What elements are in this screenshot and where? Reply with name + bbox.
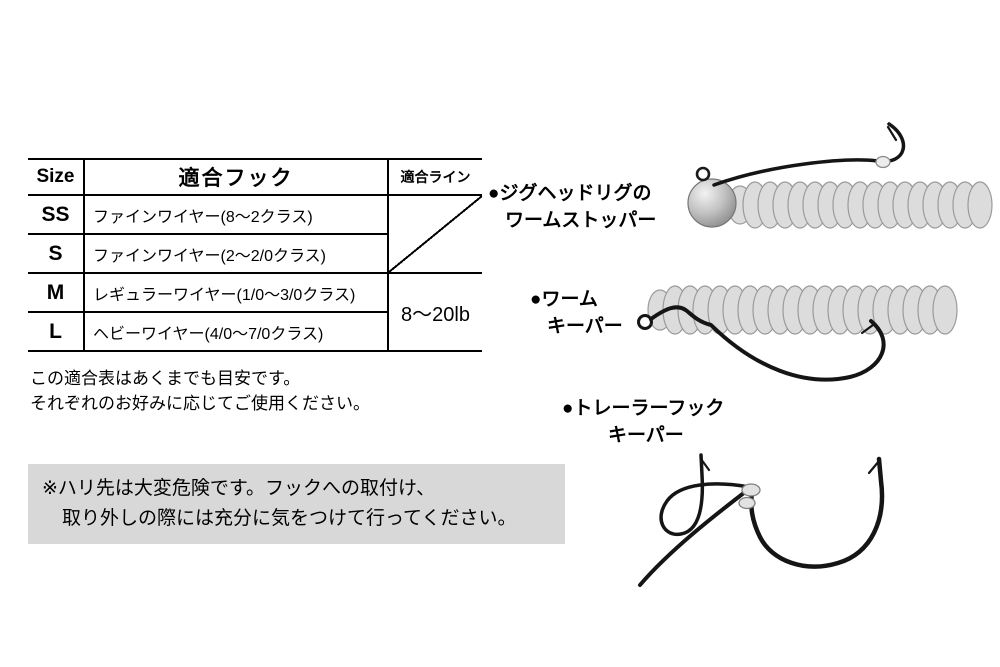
- table-row-s: S ファインワイヤー(2〜2/0クラス): [28, 233, 482, 274]
- line-value-cell: 8〜20lb: [388, 272, 482, 352]
- worm-keeper-illustration: [637, 285, 958, 382]
- table-row-ss: SS ファインワイヤー(8〜2クラス): [28, 194, 482, 274]
- hook-barb: [699, 457, 711, 472]
- warning-box: ※ハリ先は大変危険です。フックへの取付け、 取り外しの際には充分に気をつけて行っ…: [28, 464, 565, 544]
- warning-line-1: ※ハリ先は大変危険です。フックへの取付け、: [42, 478, 436, 499]
- jighead-worm-stopper-illustration: [687, 122, 993, 229]
- hook-cell: レギュラーワイヤー(1/0〜3/0クラス): [84, 272, 389, 313]
- header-hook: 適合フック: [84, 158, 389, 196]
- jighead-eye-ring: [695, 166, 711, 182]
- trailer-label-line-1: ●トレーラーフック: [562, 398, 725, 419]
- line-na-cell-diagonal: [388, 194, 482, 274]
- worm-keeper-label-line-1: ●ワーム: [530, 289, 598, 310]
- size-cell: SS: [28, 194, 85, 235]
- hook-shank: [638, 487, 751, 587]
- header-size: Size: [28, 158, 85, 196]
- table-row-m: M レギュラーワイヤー(1/0〜3/0クラス) 8〜20lb: [28, 272, 482, 352]
- worm-body: [647, 285, 958, 335]
- hook-cell: ファインワイヤー(8〜2クラス): [84, 194, 389, 235]
- size-cell: S: [28, 233, 85, 274]
- warning-line-2: 取り外しの際には充分に気をつけて行ってください。: [62, 508, 517, 529]
- trailer-hook-small: [659, 453, 751, 536]
- header-line: 適合ライン: [388, 158, 482, 196]
- keeper-bead: [738, 496, 756, 510]
- hook-barb: [860, 323, 875, 335]
- jighead-label-line-2: ワームストッパー: [505, 210, 657, 231]
- table-row-l: L ヘビーワイヤー(4/0〜7/0クラス): [28, 311, 482, 352]
- hook-barb: [867, 459, 881, 475]
- table-header-row: Size 適合フック 適合ライン: [28, 158, 482, 196]
- worm-keeper-hook: [649, 305, 886, 382]
- size-cell: M: [28, 272, 85, 313]
- table-notes: この適合表はあくまでも目安です。 それぞれのお好みに応じてご使用ください。: [30, 366, 370, 416]
- note-line-1: この適合表はあくまでも目安です。: [30, 369, 301, 388]
- jighead-hook: [712, 122, 906, 187]
- worm-keeper-label: ●ワーム キーパー: [530, 286, 623, 340]
- trailer-label-line-2: キーパー: [608, 425, 684, 446]
- jighead-worm-stopper-label: ●ジグヘッドリグの ワームストッパー: [488, 180, 656, 234]
- worm-body: [727, 181, 993, 229]
- note-line-2: それぞれのお好みに応じてご使用ください。: [30, 394, 370, 413]
- size-spec-table: Size 適合フック 適合ライン SS ファインワイヤー(8〜2クラス) S フ…: [28, 158, 482, 352]
- worm-keeper-label-line-2: キーパー: [547, 316, 623, 337]
- trailer-hook-keeper-label: ●トレーラーフック キーパー: [562, 395, 724, 449]
- trailer-hook-keeper-illustration: [638, 453, 885, 587]
- jighead-label-line-1: ●ジグヘッドリグの: [488, 183, 652, 204]
- trailer-hook-large: [749, 456, 885, 569]
- hook-cell: ファインワイヤー(2〜2/0クラス): [84, 233, 389, 274]
- jighead-ball: [687, 178, 737, 228]
- worm-stopper-bead: [875, 155, 891, 169]
- hook-barb: [886, 125, 898, 142]
- hook-cell: ヘビーワイヤー(4/0〜7/0クラス): [84, 311, 389, 352]
- size-cell: L: [28, 311, 85, 352]
- keeper-bead: [741, 483, 761, 497]
- hook-eye-ring: [637, 314, 653, 330]
